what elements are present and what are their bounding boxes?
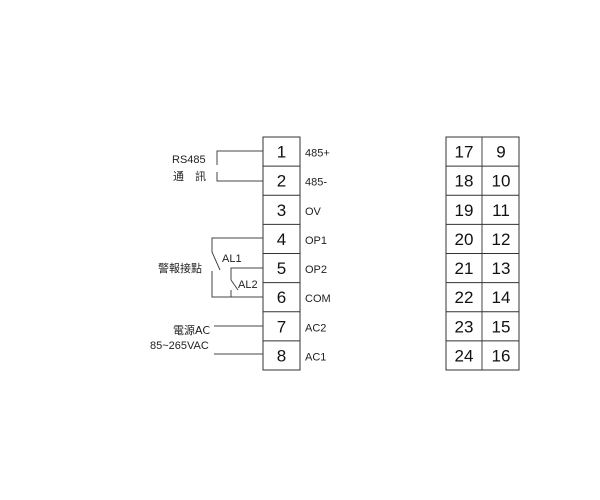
terminal-number: 18 bbox=[455, 172, 474, 191]
terminal-number: 23 bbox=[455, 317, 474, 336]
al2-label: AL2 bbox=[238, 279, 258, 291]
terminal-number: 21 bbox=[455, 259, 474, 278]
terminal-label: AC2 bbox=[305, 322, 326, 334]
terminal-number: 9 bbox=[496, 143, 505, 162]
terminal-number: 19 bbox=[455, 201, 474, 220]
rs485-wiring: RS485 通 訊 bbox=[172, 150, 263, 183]
terminal-number: 13 bbox=[492, 259, 511, 278]
terminal-number: 11 bbox=[492, 201, 510, 220]
alarm-contacts-label: 警報接點 bbox=[158, 261, 202, 275]
terminal-label: OP1 bbox=[305, 235, 327, 247]
rs485-wire-minus bbox=[216, 172, 263, 182]
terminal-number: 6 bbox=[277, 288, 286, 307]
terminal-label: AC1 bbox=[305, 351, 326, 363]
terminal-number: 12 bbox=[492, 230, 511, 249]
power-wiring: 電源AC 85~265VAC bbox=[150, 323, 263, 355]
terminal-number: 8 bbox=[277, 346, 286, 365]
terminal-number: 10 bbox=[492, 172, 511, 191]
terminal-number: 3 bbox=[277, 201, 286, 220]
terminal-number: 16 bbox=[492, 346, 511, 365]
left-terminal-block: 1 485+ 2 485- 3 OV 4 OP1 5 OP2 6 COM 7 AC2 8 AC1 bbox=[262, 136, 331, 371]
terminal-label: OP2 bbox=[305, 264, 327, 276]
al2-switch-blade bbox=[230, 279, 239, 291]
right-terminal-rows: 17 9 18 10 19 11 20 12 21 13 22 14 23 15 24 16 bbox=[446, 143, 519, 365]
terminal-number: 20 bbox=[455, 230, 474, 249]
terminal-number: 14 bbox=[492, 288, 511, 307]
terminal-label: 485- bbox=[305, 177, 327, 189]
terminal-number: 17 bbox=[455, 143, 474, 162]
power-title: 電源AC bbox=[173, 323, 210, 337]
common-wire bbox=[211, 271, 263, 298]
al1-switch-blade bbox=[211, 251, 221, 271]
al1-label: AL1 bbox=[222, 253, 242, 265]
al2-wire-top bbox=[230, 267, 263, 280]
terminal-number: 7 bbox=[277, 317, 286, 336]
rs485-subtitle: 通 訊 bbox=[173, 169, 206, 183]
terminal-label: COM bbox=[305, 293, 331, 305]
rs485-wire-plus bbox=[216, 150, 263, 165]
terminal-label: 485+ bbox=[305, 148, 330, 160]
right-terminal-block: 17 9 18 10 19 11 20 12 21 13 22 14 23 15 24 16 bbox=[445, 136, 520, 371]
left-terminal-rows: 1 485+ 2 485- 3 OV 4 OP1 5 OP2 6 COM 7 AC2 8 AC1 bbox=[263, 143, 331, 365]
terminal-number: 15 bbox=[492, 317, 511, 336]
alarm-wiring: AL1 AL2 警報接點 bbox=[158, 237, 263, 298]
al1-wire-top bbox=[211, 237, 263, 252]
terminal-number: 2 bbox=[277, 172, 286, 191]
terminal-number: 22 bbox=[455, 288, 474, 307]
terminal-number: 1 bbox=[277, 143, 286, 162]
terminal-number: 4 bbox=[277, 230, 286, 249]
power-range: 85~265VAC bbox=[150, 340, 209, 352]
terminal-number: 5 bbox=[277, 259, 286, 278]
terminal-number: 24 bbox=[455, 346, 474, 365]
terminal-label: OV bbox=[305, 206, 322, 218]
rs485-title: RS485 bbox=[172, 154, 206, 166]
